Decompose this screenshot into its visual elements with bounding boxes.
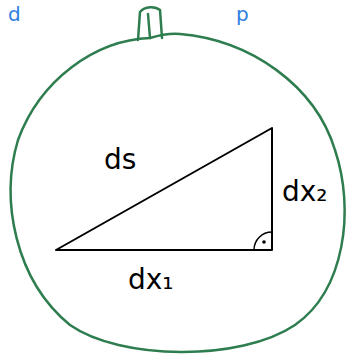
outline-circle: [11, 34, 345, 352]
fragment-letter: d: [8, 4, 21, 24]
hypotenuse-label: ds: [104, 146, 136, 174]
fragment-letter: p: [236, 4, 249, 24]
right-angle-arc: [254, 232, 272, 250]
stem: [138, 7, 162, 40]
right-angle-dot: [262, 240, 266, 244]
side-label: dx₁: [128, 266, 174, 294]
side-label: dx₂: [282, 178, 328, 206]
right-triangle: [56, 128, 272, 250]
